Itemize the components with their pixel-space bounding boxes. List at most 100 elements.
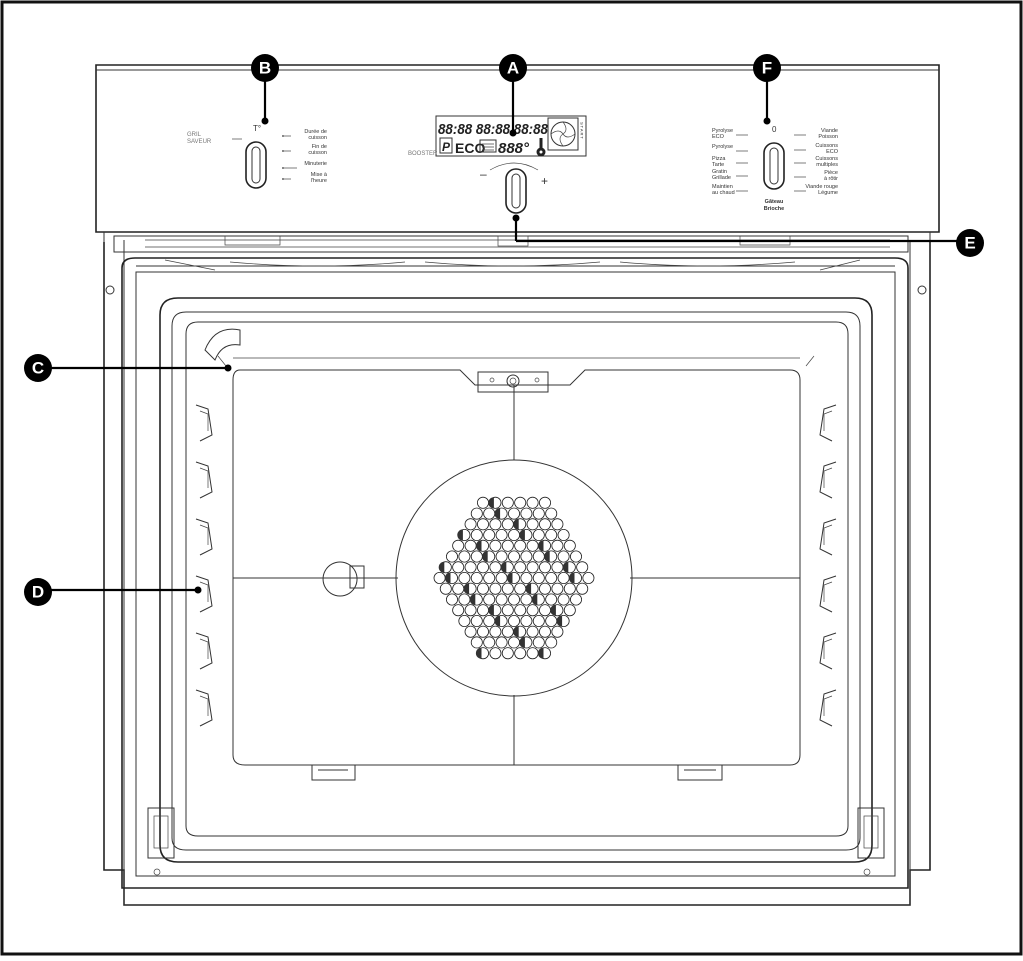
- fan-hole-shade: [513, 518, 519, 530]
- fan-hole-shade: [537, 647, 544, 659]
- pyrolysis-p-icon: [439, 137, 453, 154]
- left-option-label: cuisson: [308, 150, 327, 156]
- fan-hole: [458, 572, 471, 585]
- fan-hole-shade: [500, 561, 507, 573]
- right-knob-right-option: à rôtir: [824, 176, 838, 182]
- right-knob-right-option: Viande: [821, 128, 838, 134]
- shelf-rail-right: [819, 689, 837, 727]
- fan-hole-shade: [482, 550, 488, 563]
- fan-hole: [582, 572, 595, 585]
- fan-hole: [545, 572, 558, 585]
- fan-hole-shade: [494, 615, 501, 627]
- fan-hole: [520, 507, 533, 520]
- fan-hole: [576, 561, 589, 574]
- fan-hole: [507, 507, 520, 520]
- fan-hole: [526, 539, 539, 552]
- fan-hole: [501, 539, 514, 552]
- fan-hole: [476, 625, 489, 638]
- fan-hole: [545, 636, 558, 649]
- fan-hole: [551, 539, 564, 552]
- fan-hole-shade: [519, 529, 525, 541]
- fan-hole: [539, 604, 552, 617]
- eco-indicator: ECO: [455, 140, 485, 156]
- fan-hole-shade: [469, 593, 476, 606]
- mode-knob-right[interactable]: [763, 142, 785, 190]
- fan-hole: [532, 636, 545, 649]
- fan-hole: [483, 507, 496, 520]
- fan-hole-shade: [444, 572, 451, 584]
- oven-door-seal: [159, 297, 873, 863]
- fan-hole-shade: [537, 540, 544, 552]
- fan-hole-shade: [556, 615, 563, 627]
- fan-hole: [452, 582, 465, 595]
- display-clock-digits: 88:88 88:88 88:88: [438, 121, 549, 138]
- fan-hole: [489, 582, 502, 595]
- left-option-label: cuisson: [308, 135, 327, 141]
- fan-hole: [532, 507, 545, 520]
- fan-hole: [439, 582, 452, 595]
- fan-hole: [476, 582, 489, 595]
- callout-B: B: [251, 54, 279, 82]
- fan-hole: [501, 496, 514, 509]
- fan-hole: [464, 518, 477, 531]
- fan-hole: [539, 561, 552, 574]
- fan-hole-shade: [531, 593, 538, 606]
- fan-hole: [445, 550, 458, 563]
- right-knob-right-option: Poisson: [818, 134, 838, 140]
- right-knob-right-option: Cuissons: [815, 143, 838, 149]
- fan-hole-shade: [475, 540, 482, 552]
- gril-label: GRIL: [187, 132, 202, 138]
- fan-hole: [476, 518, 489, 531]
- fan-hole: [489, 625, 502, 638]
- callout-leaders: [48, 80, 958, 594]
- temperature-mark: T°: [253, 124, 261, 133]
- fan-hole-shade: [544, 550, 550, 563]
- svg-text:F: F: [762, 59, 772, 78]
- fan-hole: [470, 615, 483, 628]
- fan-hole: [501, 625, 514, 638]
- left-option-label: Fin de: [312, 144, 327, 150]
- fan-hole-shade: [568, 572, 575, 584]
- fan-hole: [514, 647, 527, 660]
- fan-hole: [458, 615, 471, 628]
- function-knob-left[interactable]: [245, 141, 267, 189]
- shelf-rail-left: [195, 518, 213, 556]
- fan-hole: [526, 604, 539, 617]
- center-controls: 88:88 88:88 88:88 P ECO 888° START BOOST…: [408, 115, 587, 214]
- fan-hole: [545, 507, 558, 520]
- right-knob-group: 0 PyrolyseECOPyrolysePizzaTarteGratinGri…: [712, 125, 839, 212]
- fan-hole: [495, 572, 508, 585]
- fan-hole: [570, 593, 583, 606]
- fan-hole: [507, 529, 520, 542]
- right-knob-right-option: Cuissons: [815, 156, 838, 162]
- fan-hole-shade: [513, 626, 519, 638]
- fan-hole: [539, 496, 552, 509]
- fan-hole-shade: [438, 561, 445, 573]
- fan-hole: [458, 550, 471, 563]
- plus-sign: +: [541, 174, 548, 188]
- fan-hole: [563, 539, 576, 552]
- right-knob-left-option: ECO: [712, 134, 725, 140]
- fan-hole: [557, 529, 570, 542]
- fan-hole: [557, 593, 570, 606]
- fan-hole: [470, 572, 483, 585]
- fan-hole: [563, 604, 576, 617]
- fan-hole: [539, 518, 552, 531]
- fan-hole: [464, 539, 477, 552]
- fan-hole: [489, 539, 502, 552]
- setting-knob-center[interactable]: [505, 168, 527, 214]
- brioche-label: Brioche: [764, 206, 784, 212]
- fan-hole: [470, 529, 483, 542]
- fan-hole-shade: [506, 572, 513, 584]
- right-knob-right-option: Viande rouge: [805, 184, 838, 190]
- shelf-rail-left: [195, 461, 213, 499]
- fan-hole: [458, 593, 471, 606]
- hinge-right: [857, 807, 885, 859]
- right-knob-left-option: Grillade: [712, 175, 731, 181]
- fan-hole: [507, 636, 520, 649]
- fan-hole: [532, 550, 545, 563]
